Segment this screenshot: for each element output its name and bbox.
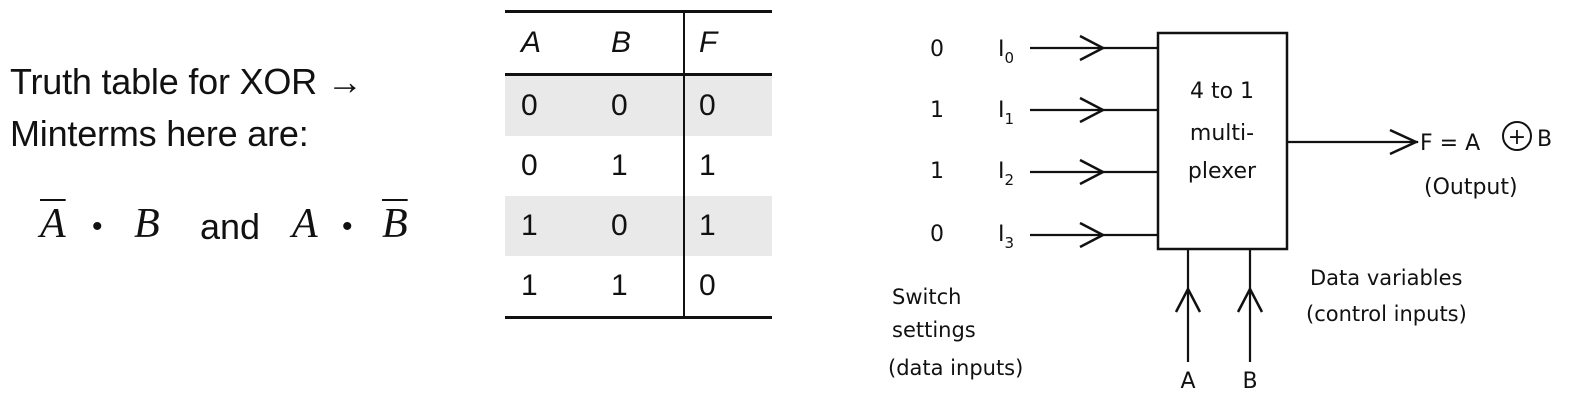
switch-caption-line-1: Switch <box>892 285 961 309</box>
cell-b: 1 <box>611 149 628 182</box>
header-a: A <box>521 26 542 59</box>
header-b: B <box>611 26 632 59</box>
minterm-1-b: B <box>134 201 160 247</box>
mux-block <box>1156 31 1289 251</box>
cell-f: 1 <box>699 209 716 242</box>
cell-b: 0 <box>611 89 628 122</box>
cell-a: 1 <box>521 209 538 242</box>
output-label-right: B <box>1537 127 1552 152</box>
control-arrow-a <box>1174 286 1202 313</box>
xor-symbol-plus: + <box>1508 125 1526 150</box>
table-row: 0 0 0 <box>505 76 772 136</box>
table-top-rule <box>505 10 772 13</box>
cell-f: 0 <box>699 269 716 302</box>
caption-minterms: Minterms here are: <box>10 113 309 154</box>
table-header-row: A B F <box>505 13 772 73</box>
cell-b: 1 <box>611 269 628 302</box>
input-arrow-i2 <box>1079 158 1106 186</box>
control-arrow-b <box>1236 286 1264 313</box>
and-dot-1: • <box>92 210 103 243</box>
input-label-i2: I2 <box>998 159 1014 189</box>
switch-caption-line-3: (data inputs) <box>888 356 1023 380</box>
input-arrow-i1 <box>1079 96 1106 124</box>
mux-label-line-3: plexer <box>1188 159 1257 184</box>
xor-truth-table: A B F 0 0 0 0 1 1 1 0 1 1 1 0 <box>505 10 772 319</box>
switch-caption-line-2: settings <box>892 318 976 342</box>
cell-f: 0 <box>699 89 716 122</box>
control-label-b: B <box>1242 369 1257 394</box>
minterm-2-not-b: B <box>382 201 408 247</box>
and-word: and <box>200 206 261 247</box>
input-label-i3: I3 <box>998 222 1014 252</box>
output-label-left: F = A <box>1420 131 1480 156</box>
minterm-2-a: A <box>292 201 318 247</box>
output-arrow <box>1389 128 1419 156</box>
control-caption-line-2: (control inputs) <box>1306 302 1467 326</box>
cell-b: 0 <box>611 209 628 242</box>
cell-a: 0 <box>521 149 538 182</box>
switch-setting-3: 0 <box>930 222 944 247</box>
minterm-1-not-a: A <box>40 201 66 247</box>
and-dot-2: • <box>342 210 353 243</box>
table-bottom-rule <box>505 316 772 319</box>
cell-a: 0 <box>521 89 538 122</box>
table-vertical-rule <box>683 13 685 316</box>
table-row: 0 1 1 <box>505 136 772 196</box>
table-row: 1 1 0 <box>505 256 772 316</box>
control-label-a: A <box>1180 369 1195 394</box>
input-arrow-i3 <box>1079 221 1106 249</box>
cell-f: 1 <box>699 149 716 182</box>
output-caption: (Output) <box>1424 175 1518 200</box>
table-row: 1 0 1 <box>505 196 772 256</box>
switch-setting-1: 1 <box>930 98 944 123</box>
input-label-i0: I0 <box>998 37 1014 67</box>
mux-label-line-2: multi- <box>1190 121 1254 146</box>
cell-a: 1 <box>521 269 538 302</box>
control-caption-line-1: Data variables <box>1310 266 1462 290</box>
caption-truth-table: Truth table for XOR → <box>10 61 363 102</box>
mux-label-line-1: 4 to 1 <box>1190 79 1254 104</box>
input-arrow-i0 <box>1079 34 1106 62</box>
table-header-rule <box>505 73 772 76</box>
switch-setting-2: 1 <box>930 159 944 184</box>
xor-symbol-icon <box>1502 121 1532 151</box>
switch-setting-0: 0 <box>930 37 944 62</box>
input-label-i1: I1 <box>998 98 1014 128</box>
header-f: F <box>699 26 718 59</box>
